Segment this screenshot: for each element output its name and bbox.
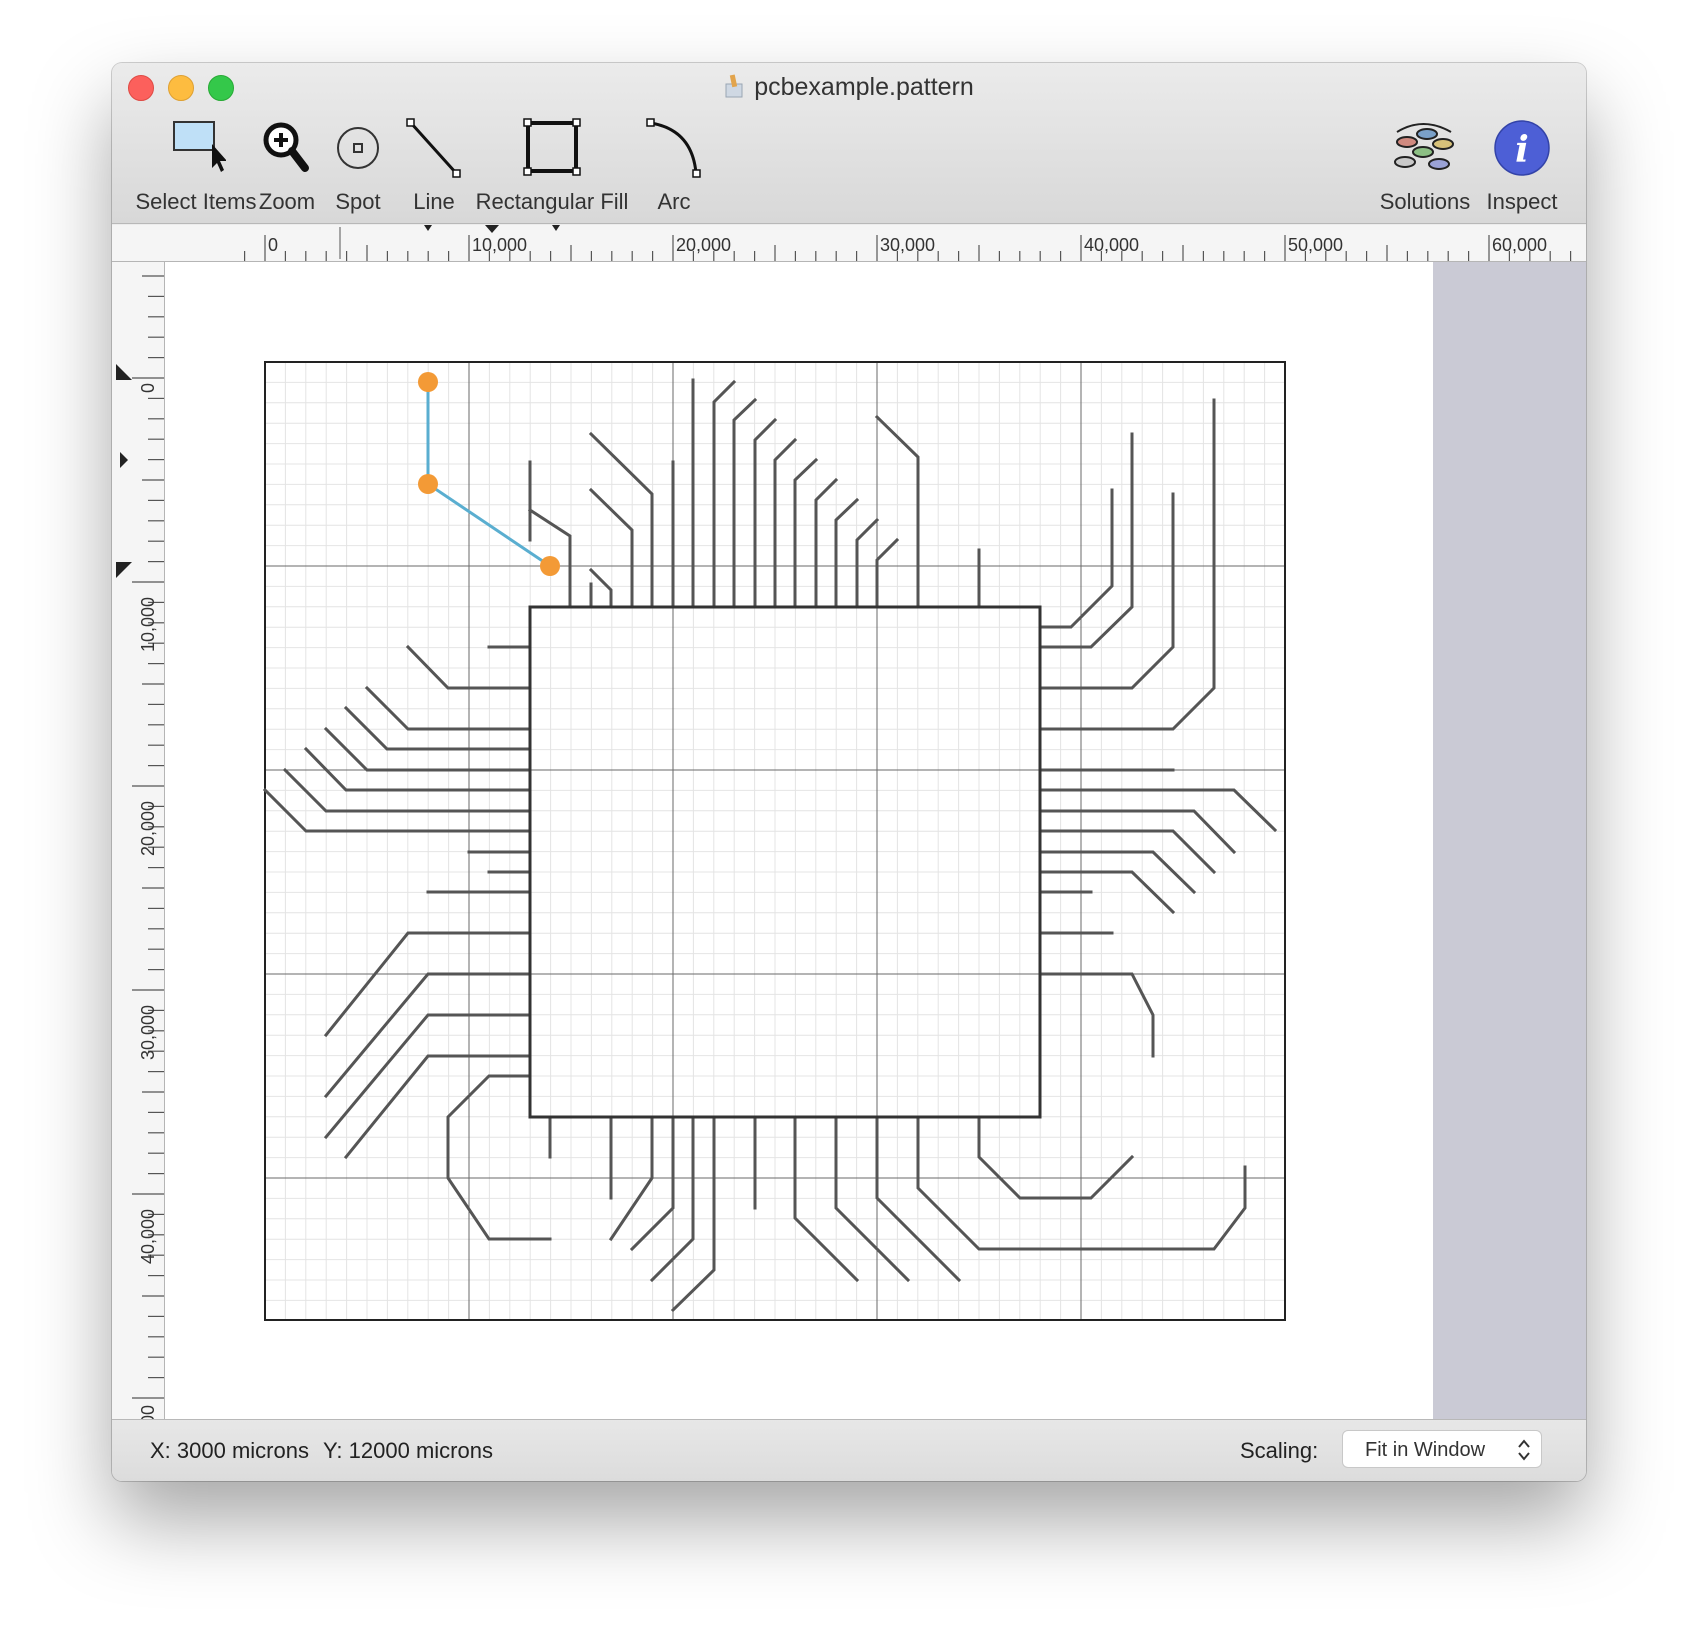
canvas-margin (1433, 262, 1586, 1419)
close-button[interactable] (128, 75, 154, 101)
arc-icon (646, 118, 701, 178)
scaling-select[interactable]: Fit in Window (1342, 1430, 1542, 1468)
tool-zoom[interactable]: Zoom (252, 115, 322, 215)
tool-spot[interactable]: Spot (326, 115, 390, 215)
ruler-label: 60,000 (1492, 235, 1548, 255)
chevron-up-down-icon (1518, 1439, 1530, 1461)
ruler-label: 0 (138, 382, 158, 393)
ruler-label: 40,000 (138, 1208, 158, 1264)
selection-handle[interactable] (540, 556, 560, 576)
inspect-label: Inspect (1486, 189, 1558, 214)
ruler-label: 40,000 (1084, 235, 1140, 255)
cursor-coordinates: X: 3000 microns Y: 12000 microns (150, 1438, 507, 1464)
ruler-label: 20,000 (676, 235, 732, 255)
tool-rectangular-fill[interactable]: Rectangular Fill (472, 115, 632, 215)
svg-text:i: i (1515, 129, 1529, 171)
horizontal-ruler[interactable]: 0 10,000 20,000 30,000 40,000 50,000 60,000 (112, 225, 1586, 262)
selection-handle[interactable] (418, 474, 438, 494)
status-bar: X: 3000 microns Y: 12000 microns Scaling:… (112, 1419, 1586, 1481)
tool-arc[interactable]: Arc (642, 115, 706, 215)
horizontal-ruler-ticks (244, 225, 1572, 261)
pcb-pattern[interactable] (165, 262, 1433, 1419)
minimize-button[interactable] (168, 75, 194, 101)
solutions-button[interactable]: Solutions (1376, 115, 1474, 215)
ruler-label: 0 (268, 235, 279, 255)
inspect-button[interactable]: i Inspect (1474, 115, 1570, 215)
ruler-label: 10,000 (138, 596, 158, 652)
selection-handle[interactable] (418, 372, 438, 392)
vertical-ruler-ticks (116, 275, 164, 1399)
selected-line[interactable] (418, 372, 560, 576)
select-items-icon (173, 121, 226, 172)
document-icon (725, 74, 743, 98)
ruler-label: 20,000 (138, 800, 158, 856)
tool-label: Zoom (258, 189, 316, 214)
app-window: pcbexample.pattern Select Items (112, 63, 1586, 1481)
spot-icon (337, 127, 379, 169)
y-readout: Y: 12000 microns (322, 1438, 493, 1463)
tool-label: Line (413, 189, 455, 214)
drawing-canvas[interactable] (165, 262, 1433, 1419)
tool-label: Spot (335, 189, 381, 214)
tool-line[interactable]: Line (402, 115, 466, 215)
title-bar: pcbexample.pattern Select Items (112, 63, 1586, 224)
solutions-icon (1394, 123, 1454, 170)
info-icon: i (1494, 120, 1550, 176)
rectangle-fill-icon (523, 118, 581, 176)
traces (262, 378, 1278, 1313)
ruler-label: 50,000 (1288, 235, 1344, 255)
line-icon (406, 118, 461, 178)
window-title-text: pcbexample.pattern (754, 73, 974, 101)
tool-label: Rectangular Fill (475, 189, 629, 214)
ruler-label: 30,000 (138, 1004, 158, 1060)
scaling-value: Fit in Window (1365, 1439, 1486, 1461)
zoom-in-icon (263, 122, 309, 172)
window-title: pcbexample.pattern (112, 73, 1586, 102)
solutions-label: Solutions (1379, 189, 1471, 214)
ruler-label: 30,000 (880, 235, 936, 255)
ruler-label: 10,000 (472, 235, 528, 255)
zoom-window-button[interactable] (208, 75, 234, 101)
x-readout: X: 3000 microns (150, 1438, 309, 1463)
scaling-label: Scaling: (1240, 1438, 1319, 1463)
tool-select-items[interactable]: Select Items (120, 115, 272, 215)
tool-label: Arc (657, 189, 691, 214)
tool-label: Select Items (135, 189, 257, 214)
